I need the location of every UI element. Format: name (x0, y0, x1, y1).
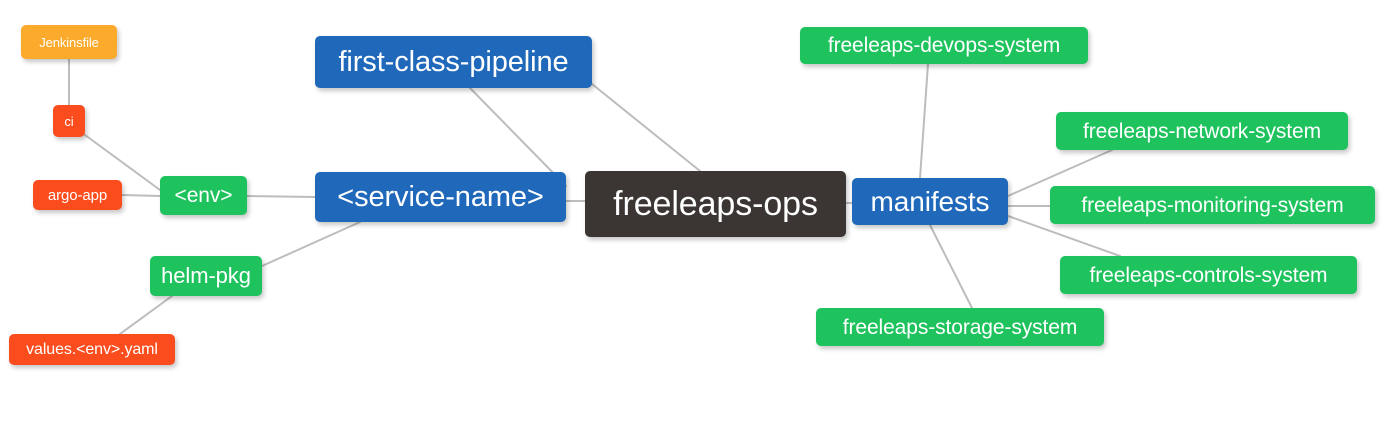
node-label-freeleaps-network-system: freeleaps-network-system (1082, 119, 1321, 143)
node-label-freeleaps-storage-system: freeleaps-storage-system (842, 315, 1078, 339)
node-label-freeleaps-ops: freeleaps-ops (613, 185, 818, 223)
mindmap-node-service-name[interactable]: <service-name> (315, 172, 566, 222)
node-label-env: <env> (174, 184, 233, 207)
mindmap-node-freeleaps-devops-system[interactable]: freeleaps-devops-system (800, 27, 1088, 64)
edge-first-class-pipeline-to-freeleaps-ops (591, 83, 701, 172)
edge-manifests-to-freeleaps-storage-system (929, 224, 973, 309)
edge-env-to-service-name (246, 195, 316, 198)
mindmap-node-ci[interactable]: ci (53, 105, 85, 137)
mindmap-node-argo-app[interactable]: argo-app (33, 180, 122, 210)
node-label-ci: ci (64, 113, 74, 129)
node-label-values-env-yaml: values.<env>.yaml (26, 340, 158, 358)
mindmap-node-freeleaps-network-system[interactable]: freeleaps-network-system (1056, 112, 1348, 150)
mindmap-node-freeleaps-ops[interactable]: freeleaps-ops (585, 171, 846, 237)
node-label-freeleaps-monitoring-system: freeleaps-monitoring-system (1081, 193, 1344, 217)
node-label-helm-pkg: helm-pkg (161, 263, 251, 288)
mindmap-node-freeleaps-monitoring-system[interactable]: freeleaps-monitoring-system (1050, 186, 1375, 224)
node-label-jenkinsfile: Jenkinsfile (39, 34, 99, 50)
node-label-manifests: manifests (870, 185, 990, 217)
mindmap-node-freeleaps-storage-system[interactable]: freeleaps-storage-system (816, 308, 1104, 346)
edge-service-name-to-helm-pkg (261, 221, 361, 267)
node-label-argo-app: argo-app (47, 186, 108, 204)
node-label-service-name: <service-name> (337, 180, 544, 213)
edge-argo-app-to-env (121, 194, 161, 197)
mindmap-node-manifests[interactable]: manifests (852, 178, 1008, 225)
mindmap-node-env[interactable]: <env> (160, 176, 247, 215)
node-label-freeleaps-devops-system: freeleaps-devops-system (827, 34, 1061, 57)
mindmap-node-first-class-pipeline[interactable]: first-class-pipeline (315, 36, 592, 88)
node-label-first-class-pipeline: first-class-pipeline (338, 45, 569, 78)
mindmap-node-freeleaps-controls-system[interactable]: freeleaps-controls-system (1060, 256, 1357, 294)
edge-helm-pkg-to-values-env-yaml (119, 295, 173, 335)
node-label-freeleaps-controls-system: freeleaps-controls-system (1089, 263, 1328, 287)
mindmap-node-values-env-yaml[interactable]: values.<env>.yaml (9, 334, 175, 365)
mindmap-node-jenkinsfile[interactable]: Jenkinsfile (21, 25, 117, 59)
mindmap-node-helm-pkg[interactable]: helm-pkg (150, 256, 262, 296)
edge-manifests-to-freeleaps-devops-system (919, 63, 929, 179)
